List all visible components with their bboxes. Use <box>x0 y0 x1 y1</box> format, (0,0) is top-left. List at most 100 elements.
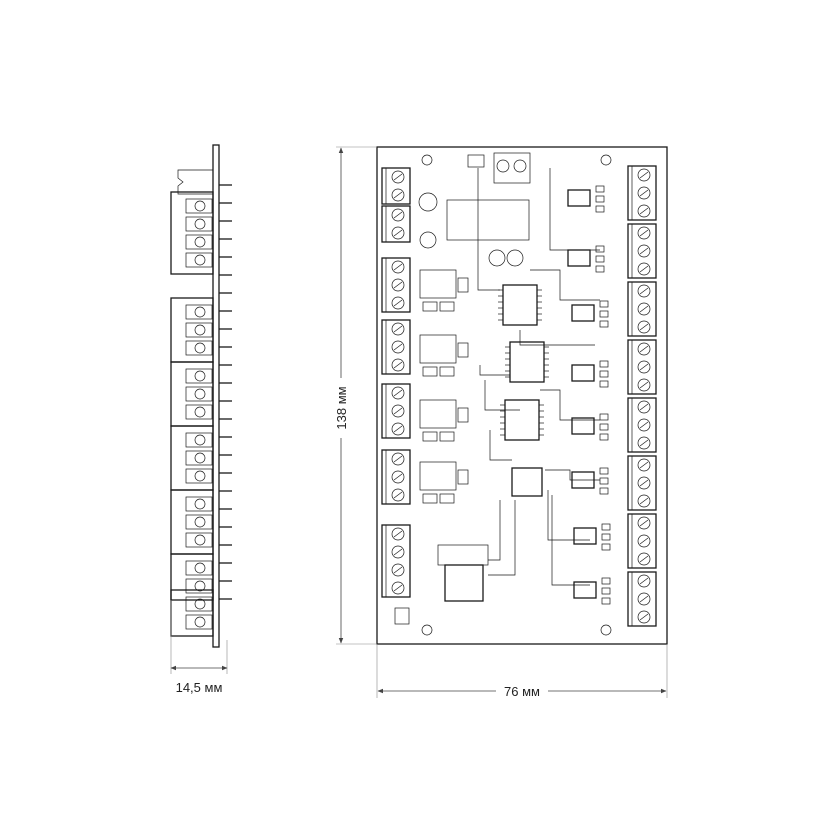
output-transistors <box>567 185 611 605</box>
side-terminal-slot <box>185 216 213 232</box>
side-terminal-slot <box>185 322 213 338</box>
right-terminal-block <box>627 281 657 337</box>
optocoupler <box>419 334 457 364</box>
screw-slot <box>393 389 403 397</box>
screw-slot <box>639 207 649 215</box>
screw-slot <box>639 265 649 273</box>
driver-ic <box>509 341 545 383</box>
resistor <box>439 301 455 312</box>
side-screw <box>194 434 206 446</box>
driver-ic <box>504 399 540 441</box>
side-screw <box>194 516 206 528</box>
side-terminal-slot <box>185 578 213 594</box>
diode <box>457 277 469 293</box>
right-terminal-blocks <box>627 165 657 627</box>
left-terminal-block <box>381 383 411 439</box>
side-screw <box>194 254 206 266</box>
side-terminal-slot <box>185 596 213 612</box>
side-terminal-block <box>170 553 214 601</box>
side-pins <box>219 184 232 600</box>
resistor <box>422 301 438 312</box>
side-terminal-slot <box>185 560 213 576</box>
transistor <box>571 364 595 382</box>
screw-slot <box>393 191 403 199</box>
side-width-label: 14,5 мм <box>176 680 223 695</box>
screw-slot <box>639 555 649 563</box>
screw <box>637 302 651 316</box>
screw-slot <box>639 439 649 447</box>
right-terminal-block <box>627 571 657 627</box>
pcb-traces <box>477 168 600 586</box>
screw-slot <box>393 584 403 592</box>
side-screw <box>194 616 206 628</box>
mounting-hole <box>421 154 433 166</box>
screw <box>391 322 405 336</box>
board-outline <box>376 146 668 645</box>
height-label-bg <box>332 378 350 438</box>
right-terminal-block <box>627 165 657 221</box>
screw-slot <box>393 229 403 237</box>
smd-part <box>595 205 605 213</box>
side-screw <box>194 470 206 482</box>
screw <box>637 342 651 356</box>
screw-slot <box>393 530 403 538</box>
left-terminal-block <box>381 167 411 205</box>
screw-slot <box>393 455 403 463</box>
diode <box>457 342 469 358</box>
smd-part <box>601 523 611 531</box>
left-terminal-block <box>381 205 411 243</box>
diode <box>457 407 469 423</box>
optocoupler <box>419 269 457 299</box>
optocoupler <box>419 399 457 429</box>
microcontroller <box>511 467 543 497</box>
smd-part <box>599 320 609 328</box>
screw <box>637 574 651 588</box>
screw <box>637 360 651 374</box>
smd-part <box>599 413 609 421</box>
side-screw <box>194 218 206 230</box>
screw-slot <box>639 363 649 371</box>
smd-part <box>599 467 609 475</box>
smd-part <box>599 487 609 495</box>
screw <box>637 186 651 200</box>
transistor <box>571 304 595 322</box>
screw <box>391 208 405 222</box>
side-pcb-edge <box>212 144 220 648</box>
screw-slot <box>639 595 649 603</box>
screw-slot <box>639 613 649 621</box>
screw-slot <box>393 281 403 289</box>
side-terminal-slot <box>185 234 213 250</box>
screw <box>637 610 651 624</box>
screw-slot <box>393 473 403 481</box>
smd-part <box>595 265 605 273</box>
screw <box>637 168 651 182</box>
screw-slot <box>393 211 403 219</box>
screw-slot <box>639 421 649 429</box>
smd-part <box>601 543 611 551</box>
side-terminal-block <box>170 361 214 427</box>
resistor <box>422 366 438 377</box>
smd-part <box>599 360 609 368</box>
side-terminal-slot <box>185 432 213 448</box>
screw-slot <box>393 548 403 556</box>
capacitor <box>419 231 437 249</box>
transistor <box>573 581 597 599</box>
side-terminal-slot <box>185 496 213 512</box>
smd-part <box>595 185 605 193</box>
screw <box>637 284 651 298</box>
side-terminal-slot <box>185 304 213 320</box>
screw <box>391 563 405 577</box>
side-terminal-slot <box>185 386 213 402</box>
smd-part <box>599 423 609 431</box>
screw <box>391 386 405 400</box>
screw <box>637 226 651 240</box>
side-screw <box>194 342 206 354</box>
side-terminal-slot <box>185 532 213 548</box>
transistor <box>567 249 591 267</box>
screw <box>391 470 405 484</box>
screw-slot <box>639 577 649 585</box>
left-terminal-block <box>381 449 411 505</box>
screw-slot <box>393 491 403 499</box>
smd-part <box>599 477 609 485</box>
screw-slot <box>639 229 649 237</box>
